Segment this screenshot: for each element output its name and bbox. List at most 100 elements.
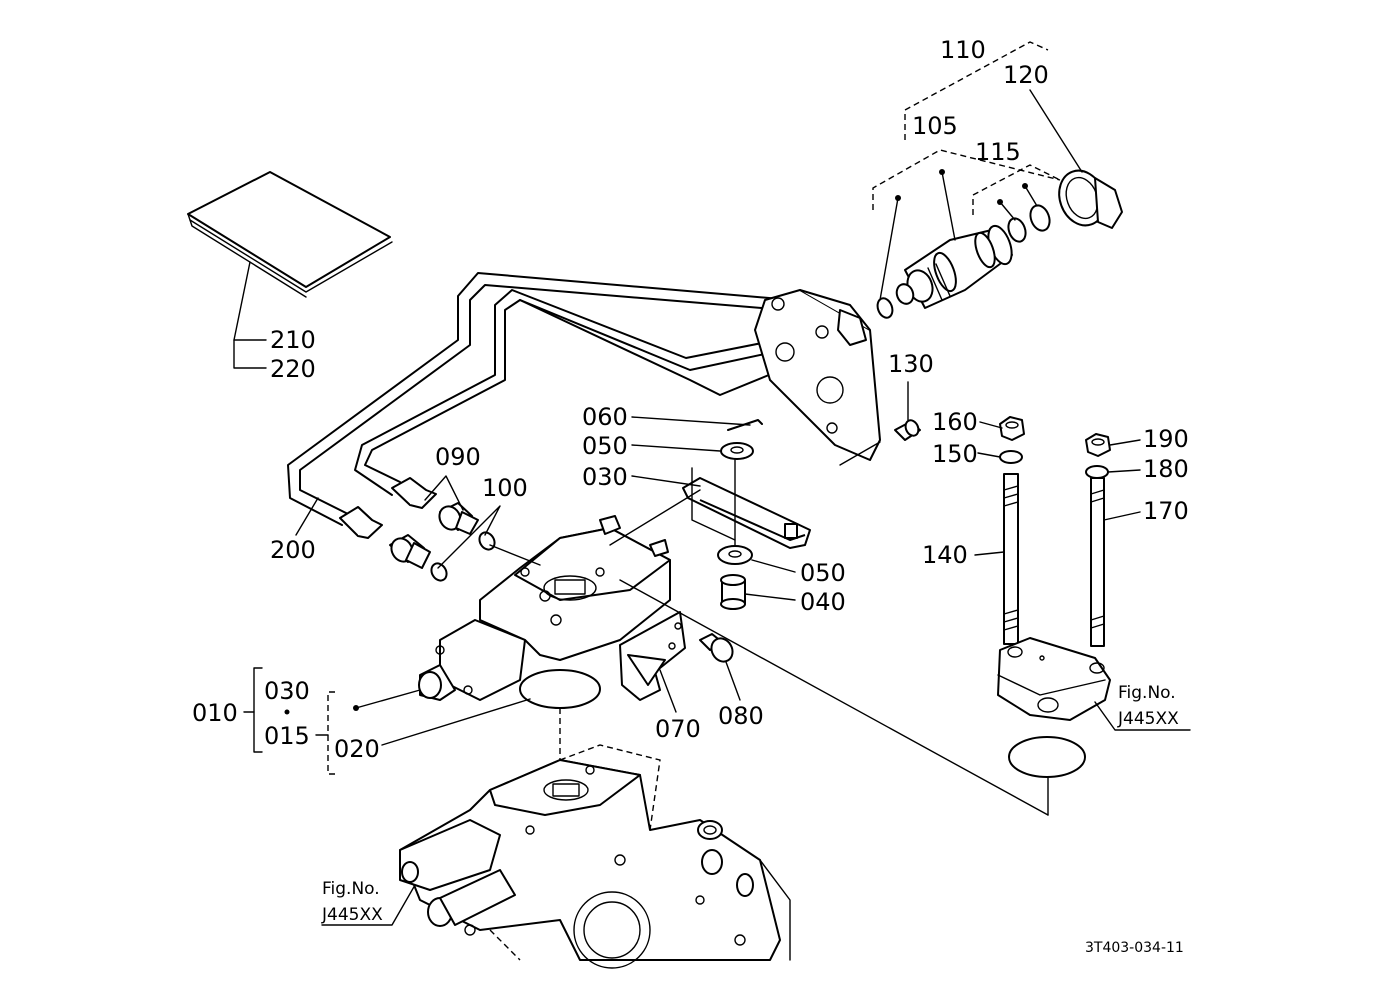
o-ring-020 <box>519 669 601 709</box>
o-ring-115a <box>1007 217 1027 243</box>
part-label-190: 190 <box>1143 425 1189 453</box>
part-label-030-top: 030 <box>582 463 628 491</box>
nut-160 <box>999 416 1025 441</box>
leader-120 <box>1029 89 1083 173</box>
leader-140 <box>974 551 1005 556</box>
dot-105b <box>939 169 945 175</box>
o-ring-115b <box>1029 204 1051 232</box>
part-label-160: 160 <box>932 408 978 436</box>
leader-220 <box>233 339 267 369</box>
pin-040 <box>720 574 746 610</box>
part-label-050-top: 050 <box>582 432 628 460</box>
part-label-130: 130 <box>888 350 934 378</box>
mounting-bracket-plate <box>754 289 881 461</box>
part-label-015: 015 <box>264 722 310 750</box>
part-label-020: 020 <box>334 735 380 763</box>
dot-115b <box>1022 183 1028 189</box>
dot-010 <box>353 705 359 711</box>
o-ring-105 <box>876 297 894 319</box>
washer-050-top <box>720 442 754 460</box>
o-ring-100a <box>478 531 496 551</box>
washer-150 <box>999 450 1023 464</box>
guide-030 <box>691 467 736 541</box>
part-label-120: 120 <box>1003 61 1049 89</box>
leader-010-dot <box>355 689 421 709</box>
guide-valve-to-cover <box>619 579 1049 816</box>
guide-valve-to-lever <box>609 489 701 546</box>
guide-pipe-to-valve <box>489 544 541 566</box>
leader-190 <box>1109 439 1141 446</box>
fitting-090d <box>339 506 383 539</box>
washer-050-bot-hole <box>728 550 742 558</box>
part-label-030-set: 030 <box>264 677 310 705</box>
solenoid-valve-cartridge <box>895 224 1013 309</box>
leader-050-bot <box>751 559 796 573</box>
lever-plate-030 <box>682 477 811 549</box>
leader-210 <box>233 261 267 341</box>
bracket-115 <box>972 164 1061 215</box>
part-label-115: 115 <box>975 138 1021 166</box>
part-label-060: 060 <box>582 403 628 431</box>
leader-080 <box>725 661 741 701</box>
part-label-180: 180 <box>1143 455 1189 483</box>
part-label-050-bot: 050 <box>800 559 846 587</box>
part-label-140: 140 <box>922 541 968 569</box>
leader-030-top <box>631 475 701 487</box>
part-label-110: 110 <box>940 36 986 64</box>
stud-bolt-170 <box>1090 477 1105 647</box>
leader-040 <box>744 593 796 601</box>
drawing-code: 3T403-034-11 <box>1085 940 1184 956</box>
part-label-150: 150 <box>932 440 978 468</box>
leader-105b <box>941 171 956 241</box>
manual-booklet <box>187 171 393 298</box>
leader-150 <box>977 452 1001 458</box>
part-label-040: 040 <box>800 588 846 616</box>
part-label-070: 070 <box>655 715 701 743</box>
washer-050-top-hole <box>730 446 744 454</box>
transmission-housing-reference <box>399 744 791 969</box>
nut-190 <box>1085 433 1111 457</box>
fig-ref-left-code: J445XX <box>321 905 383 925</box>
bracket-010 <box>253 667 263 753</box>
part-label-220: 220 <box>270 355 316 383</box>
part-label-090: 090 <box>435 443 481 471</box>
bracket-070 <box>619 611 686 701</box>
bracket-110 <box>904 41 1049 140</box>
o-ring-100b <box>430 562 448 582</box>
bolt-130 <box>894 419 921 441</box>
leader-050-top <box>631 444 721 452</box>
leader-070 <box>659 669 677 713</box>
leader-090 <box>424 475 464 511</box>
o-ring-cover <box>1008 736 1086 778</box>
part-label-170: 170 <box>1143 497 1189 525</box>
bracket-015 <box>327 691 335 775</box>
fig-ref-right-label: Fig.No. <box>1118 683 1176 703</box>
part-label-105: 105 <box>912 112 958 140</box>
leader-170 <box>1103 511 1141 521</box>
part-label-080: 080 <box>718 702 764 730</box>
washer-180 <box>1085 465 1109 479</box>
stud-bolt-140 <box>1003 473 1019 645</box>
leader-fig-right <box>1094 701 1191 731</box>
leader-060 <box>631 416 751 426</box>
dot-115a <box>997 199 1003 205</box>
washer-050-bot <box>717 545 753 565</box>
pipe-clamp <box>1058 169 1123 229</box>
part-label-010: 010 <box>192 699 238 727</box>
part-label-200: 200 <box>270 536 316 564</box>
leader-115a <box>999 201 1016 221</box>
guide-pipe-to-bracket <box>839 441 881 466</box>
leader-100 <box>437 505 501 569</box>
bracket-105 <box>872 149 1061 210</box>
fitting-090b <box>438 502 479 535</box>
fig-ref-left-label: Fig.No. <box>322 879 380 899</box>
part-label-100: 100 <box>482 474 528 502</box>
leader-105a <box>879 197 899 301</box>
fig-ref-right-code: J445XX <box>1117 709 1179 729</box>
fitting-090a <box>391 477 437 509</box>
leader-fig-left <box>321 884 416 926</box>
leader-200 <box>295 497 319 536</box>
hydraulic-pipe-assembly <box>287 272 831 526</box>
leader-020 <box>381 698 531 746</box>
